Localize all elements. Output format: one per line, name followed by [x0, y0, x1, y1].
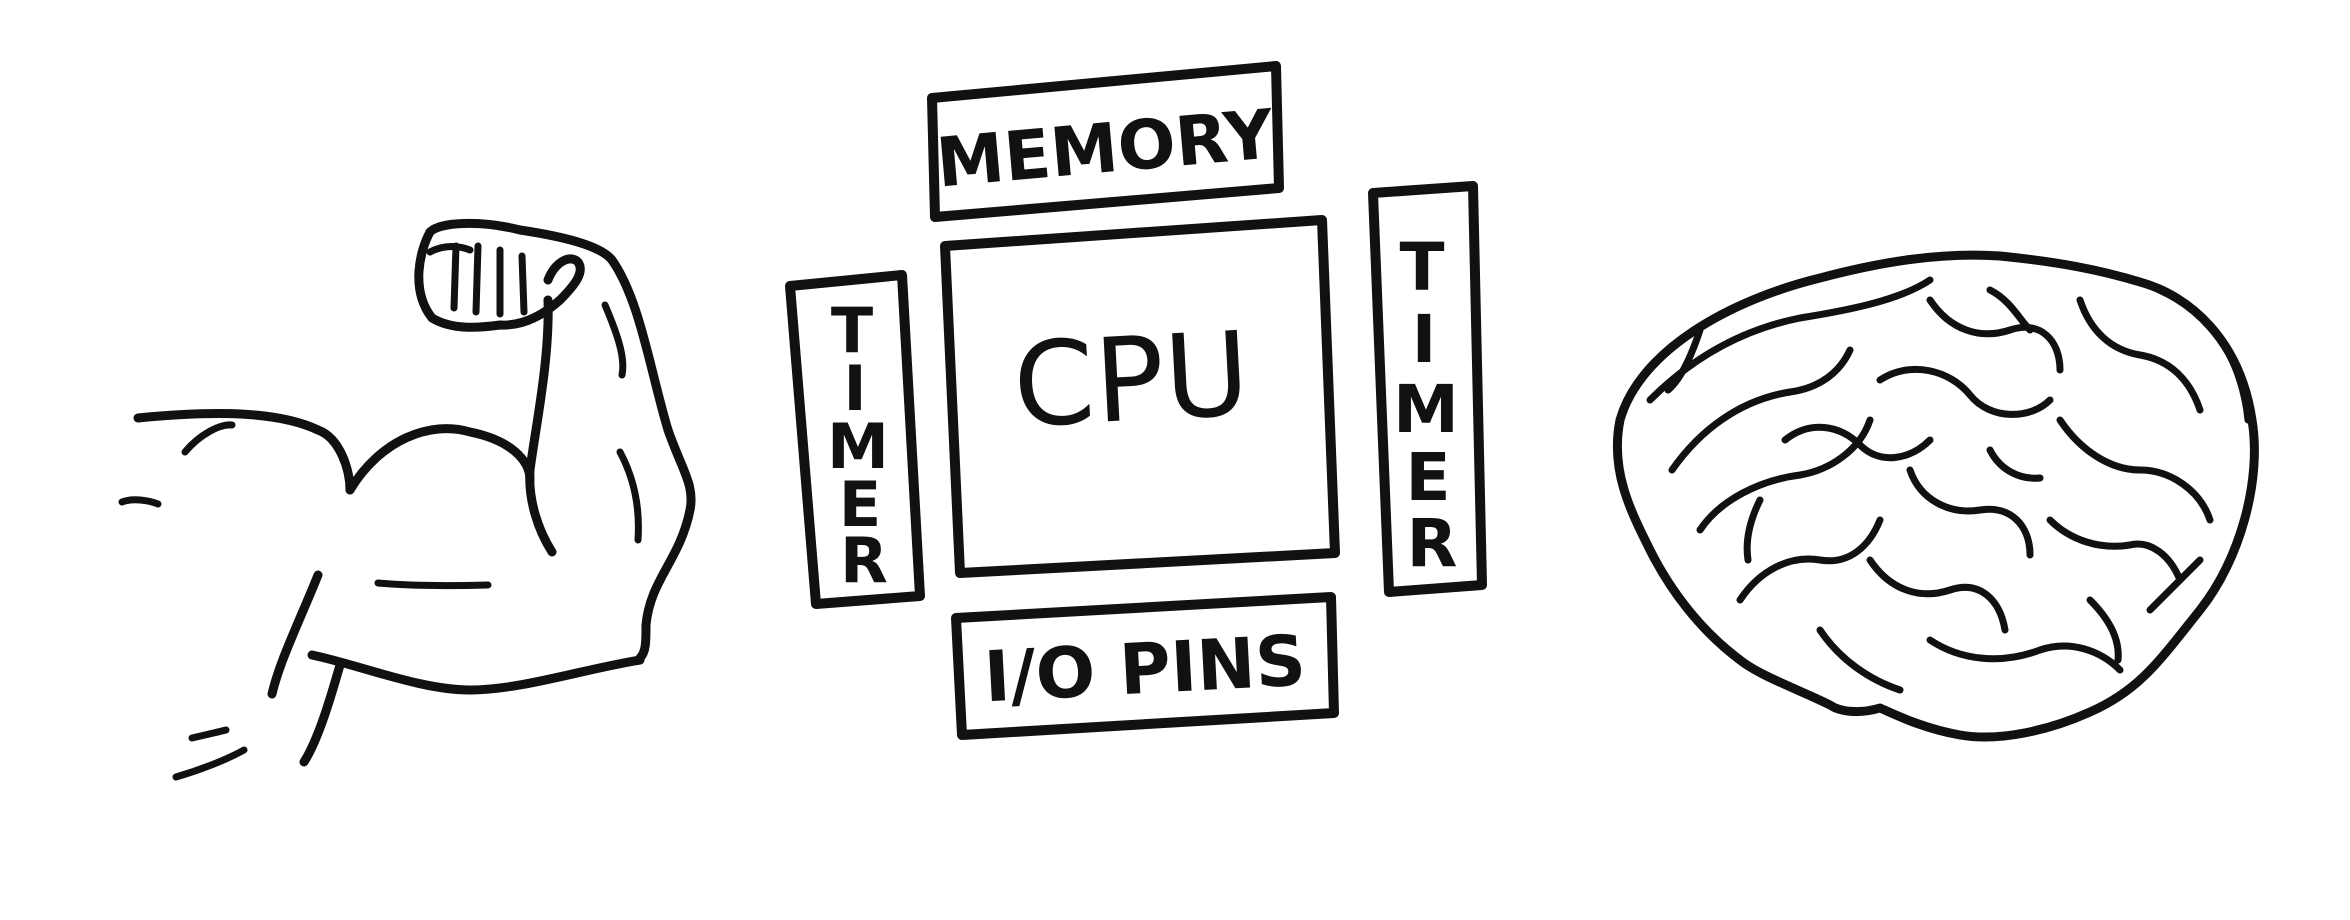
- cpu-block: CPU: [940, 215, 1340, 578]
- io-pins-block: I/O PINS: [951, 592, 1339, 740]
- timer-left-block: T I M E R: [785, 270, 925, 609]
- timer-right-letter-4: E: [1405, 439, 1450, 516]
- io-pins-label: I/O PINS: [982, 620, 1308, 719]
- timer-left-letter-2: I: [843, 352, 866, 425]
- flexed-arm-icon: [118, 219, 696, 781]
- timer-left-letter-1: T: [831, 294, 873, 367]
- timer-right-letter-2: I: [1412, 301, 1437, 378]
- timer-right-letter-1: T: [1399, 229, 1444, 306]
- timer-right-block: T I M E R: [1368, 181, 1487, 597]
- timer-left-letter-3: M: [827, 410, 889, 483]
- timer-left-letter-4: E: [839, 468, 881, 541]
- brain-icon: [1612, 250, 2259, 742]
- timer-right-letter-3: M: [1393, 371, 1459, 448]
- memory-block: MEMORY: [927, 61, 1284, 222]
- timer-left-letter-5: R: [840, 524, 888, 597]
- timer-right-letter-5: R: [1407, 505, 1458, 582]
- cpu-label: CPU: [1010, 307, 1253, 454]
